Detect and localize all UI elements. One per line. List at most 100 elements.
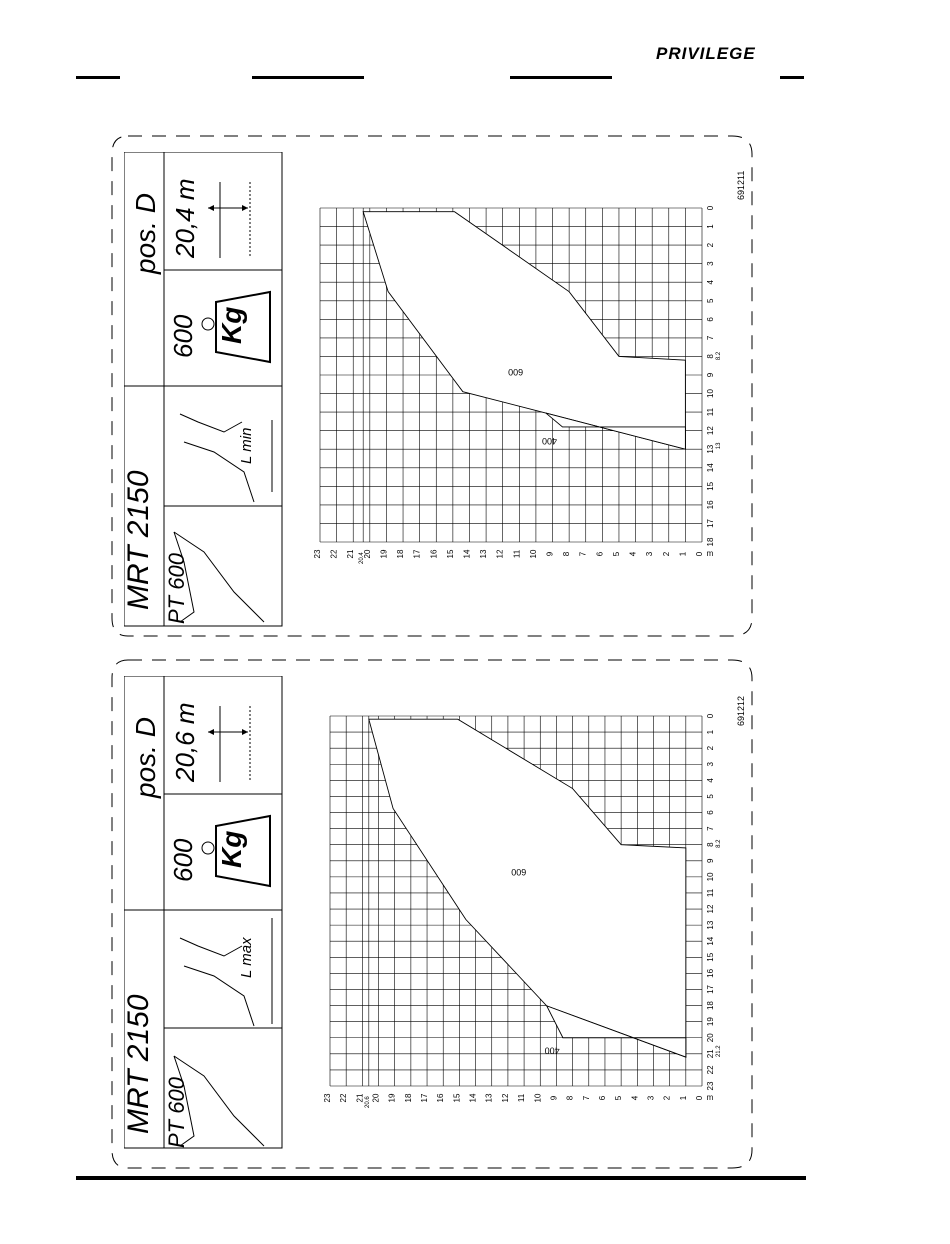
- y-tick-label: 13: [485, 1093, 494, 1102]
- load-chart: 6004002322212019181716151413121110987654…: [323, 714, 720, 1108]
- x-tick-label: 21: [706, 1049, 715, 1058]
- outreach-annotation: 13: [716, 442, 720, 449]
- axis-unit-label: m: [707, 714, 714, 716]
- x-tick-label: 1: [706, 224, 715, 229]
- x-tick-label: 6: [706, 317, 715, 322]
- x-tick-label: 17: [706, 518, 715, 527]
- x-tick-label: 11: [706, 407, 715, 416]
- x-tick-label: 17: [706, 984, 715, 993]
- boom-length-label: L min: [238, 427, 255, 464]
- x-tick-label: 5: [706, 298, 715, 303]
- x-tick-label: 13: [706, 920, 715, 929]
- x-tick-label: 16: [706, 968, 715, 977]
- y-tick-label: 17: [420, 1093, 429, 1102]
- x-tick-label: 13: [706, 444, 715, 453]
- y-tick-label: 13: [479, 549, 488, 558]
- tool-name: PT 600: [164, 553, 189, 624]
- reference-code: 691212: [736, 695, 746, 726]
- header-rule: [780, 76, 804, 79]
- x-tick-label: 7: [706, 826, 715, 831]
- y-tick-label: 7: [579, 551, 588, 556]
- y-tick-label: 22: [339, 1093, 348, 1102]
- axis-unit-label: m: [707, 549, 714, 558]
- x-tick-label: 8: [706, 354, 715, 359]
- title-block: [124, 676, 283, 1149]
- y-tick-label: 12: [496, 549, 505, 558]
- x-tick-label: 12: [706, 904, 715, 913]
- y-tick-label: 23: [323, 1093, 332, 1102]
- model-name: MRT 2150: [122, 994, 155, 1134]
- y-tick-label: 16: [429, 549, 438, 558]
- panel-frame: [111, 135, 753, 637]
- load-value: 600: [168, 314, 198, 358]
- x-tick-label: 23: [706, 1081, 715, 1090]
- y-tick-label: 2: [663, 1095, 672, 1100]
- y-tick-label: 7: [582, 1095, 591, 1100]
- x-tick-label: 8: [706, 842, 715, 847]
- zone-label: 400: [545, 1045, 560, 1055]
- x-tick-label: 16: [706, 500, 715, 509]
- x-tick-label: 2: [706, 242, 715, 247]
- x-tick-label: 9: [706, 372, 715, 377]
- x-tick-label: 5: [706, 794, 715, 799]
- y-tick-label: 22: [330, 549, 339, 558]
- y-tick-label: 15: [452, 1093, 461, 1102]
- y-tick-label: 1: [678, 551, 687, 556]
- y-tick-label: 0: [695, 551, 704, 556]
- tool-name: PT 600: [164, 1077, 189, 1148]
- position-label: pos. D: [130, 193, 161, 274]
- x-tick-label: 6: [706, 810, 715, 815]
- outreach-annotation: 21,2: [716, 1045, 720, 1057]
- y-tick-label: 20: [372, 1093, 381, 1102]
- x-tick-label: 12: [706, 426, 715, 435]
- y-tick-label: 18: [404, 1093, 413, 1102]
- x-tick-label: 4: [706, 279, 715, 284]
- x-tick-label: 9: [706, 858, 715, 863]
- y-tick-label: 21: [355, 1093, 364, 1102]
- x-tick-label: 1: [706, 729, 715, 734]
- x-tick-label: 3: [706, 761, 715, 766]
- boom-length-label: L max: [238, 937, 255, 978]
- axis-unit-label: m: [707, 1093, 714, 1102]
- y-tick-label: 11: [512, 549, 521, 558]
- zone-label: 600: [511, 867, 526, 877]
- y-tick-label: 10: [529, 549, 538, 558]
- x-tick-label: 10: [706, 389, 715, 398]
- x-tick-label: 14: [706, 463, 715, 472]
- outreach-annotation: 8,2: [716, 839, 720, 848]
- panel-frame: [111, 659, 753, 1169]
- x-tick-label: 19: [706, 1017, 715, 1026]
- header-rule: [510, 76, 612, 79]
- x-tick-label: 4: [706, 778, 715, 783]
- y-tick-label: 0: [695, 1095, 704, 1100]
- y-tick-label: 2: [662, 551, 671, 556]
- y-tick-label: 21: [346, 549, 355, 558]
- y-tick-label: 14: [469, 1093, 478, 1102]
- y-tick-label: 9: [546, 551, 555, 556]
- y-tick-label: 10: [533, 1093, 542, 1102]
- y-tick-label: 18: [396, 549, 405, 558]
- x-tick-label: 22: [706, 1065, 715, 1074]
- load-zone-400: [545, 1005, 687, 1058]
- y-tick-label: 17: [413, 549, 422, 558]
- x-tick-label: 20: [706, 1033, 715, 1042]
- x-tick-label: 11: [706, 888, 715, 897]
- x-tick-label: 2: [706, 745, 715, 750]
- load-value: 600: [168, 838, 198, 882]
- zone-label: 400: [542, 436, 557, 446]
- x-tick-label: 0: [706, 714, 715, 718]
- y-tick-label: 11: [517, 1093, 526, 1102]
- x-tick-label: 14: [706, 936, 715, 945]
- title-block: [124, 152, 283, 627]
- load-zone-400: [545, 412, 686, 450]
- y-tick-label: 12: [501, 1093, 510, 1102]
- height-annotation: 20.6: [365, 1096, 371, 1108]
- y-tick-label: 16: [436, 1093, 445, 1102]
- x-tick-label: 15: [706, 952, 715, 961]
- y-tick-label: 19: [379, 549, 388, 558]
- header-rule: [252, 76, 364, 79]
- y-tick-label: 1: [679, 1095, 688, 1100]
- x-tick-label: 10: [706, 872, 715, 881]
- reference-code: 691211: [736, 170, 746, 200]
